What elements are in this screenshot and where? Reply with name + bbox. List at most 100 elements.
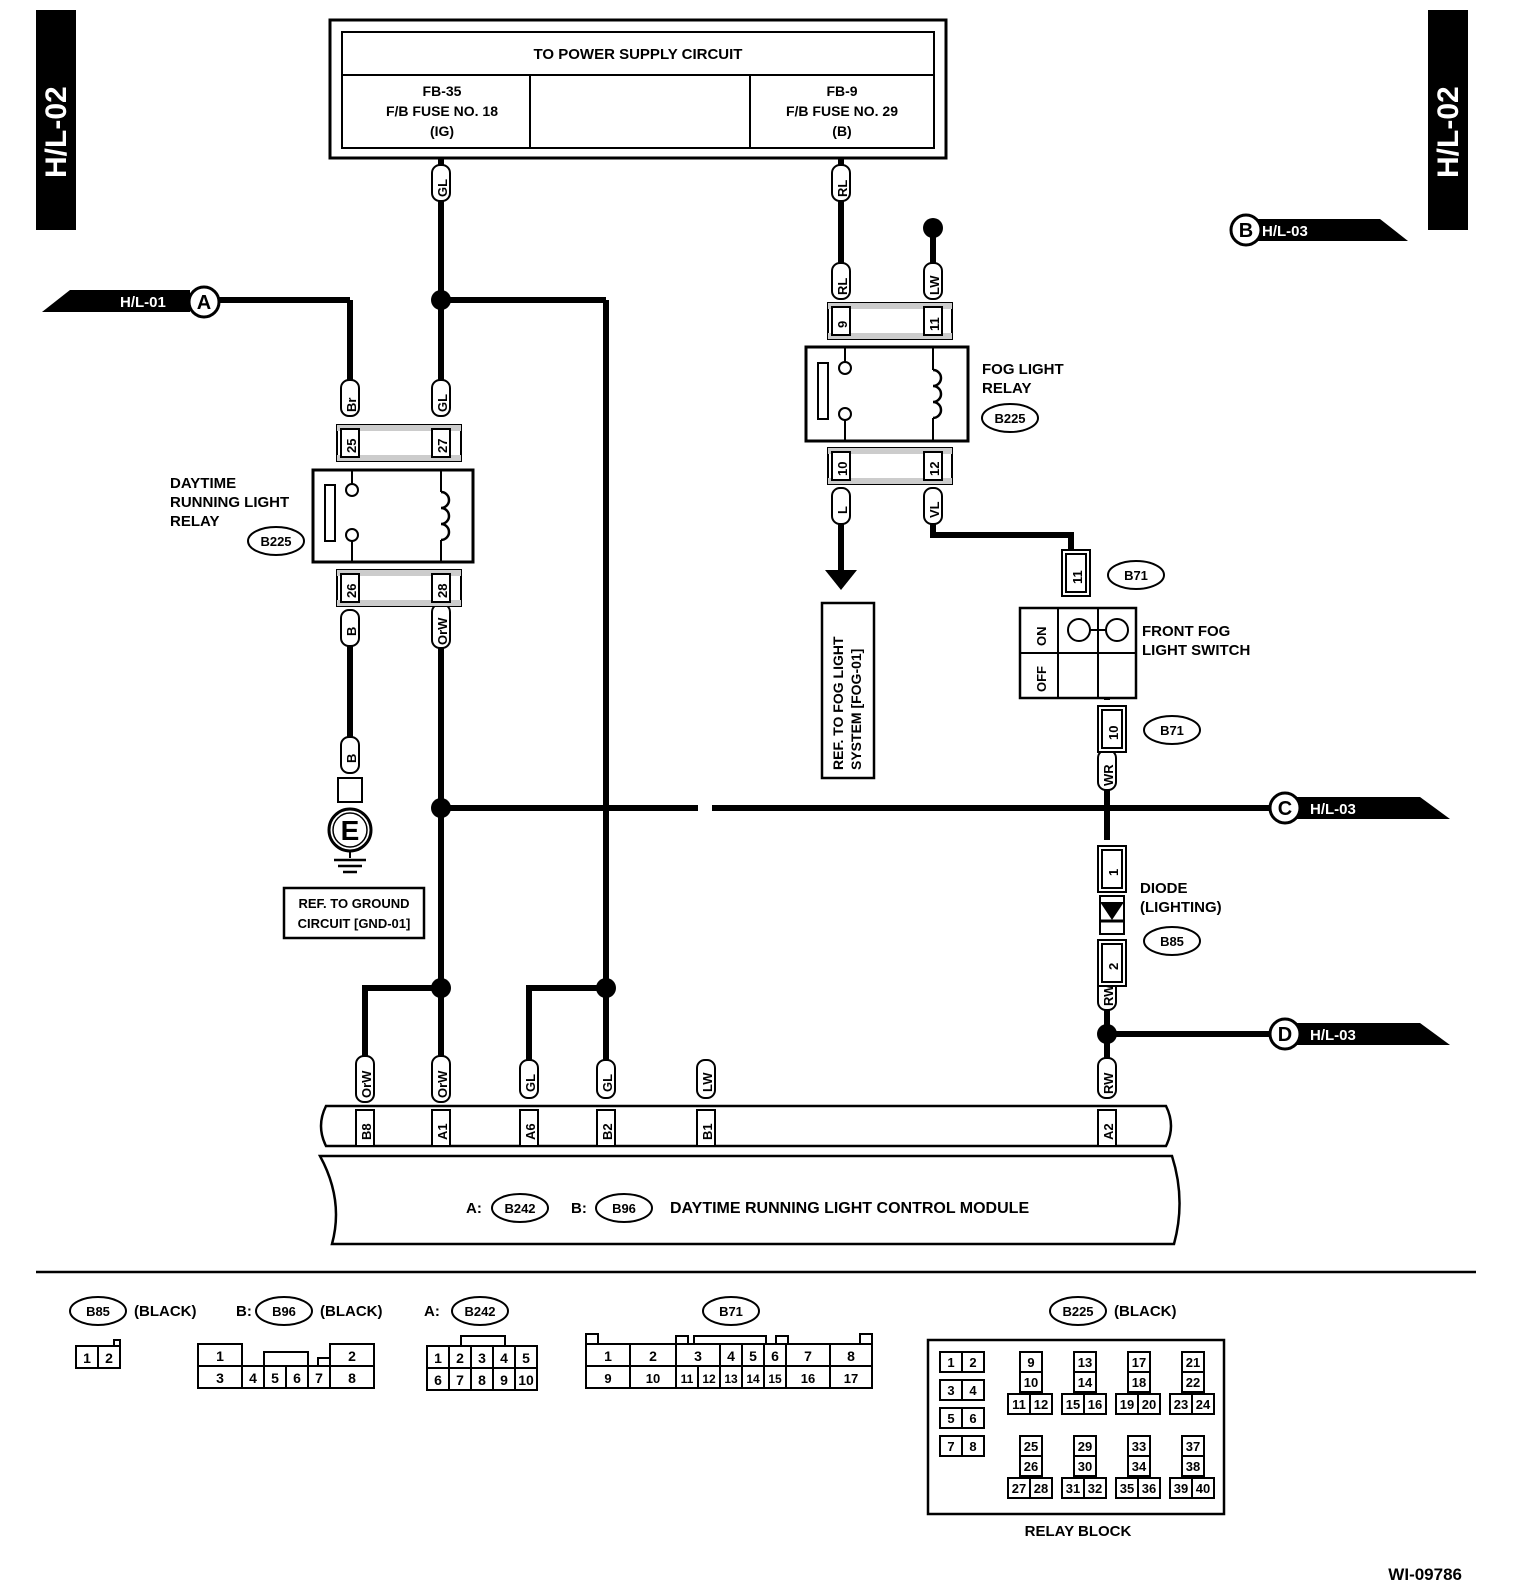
svg-text:OrW: OrW bbox=[435, 617, 450, 645]
fog-relay-label-2: RELAY bbox=[982, 380, 1031, 397]
wire-label-rw-a2: RW bbox=[1097, 1057, 1117, 1099]
svg-text:4: 4 bbox=[500, 1350, 508, 1366]
svg-text:H/L-02: H/L-02 bbox=[40, 86, 73, 178]
wire-label-br: Br bbox=[340, 379, 360, 417]
relay-block-pin: 3 bbox=[947, 1383, 954, 1398]
svg-text:9: 9 bbox=[500, 1372, 508, 1388]
svg-text:10: 10 bbox=[835, 462, 850, 476]
svg-text:A1: A1 bbox=[435, 1123, 450, 1140]
svg-text:5: 5 bbox=[522, 1350, 530, 1366]
svg-text:A:: A: bbox=[466, 1200, 482, 1217]
relay-block-pin: 28 bbox=[1034, 1481, 1048, 1496]
svg-text:2: 2 bbox=[105, 1350, 113, 1366]
ground-ref-box: REF. TO GROUND CIRCUIT [GND-01] bbox=[282, 886, 426, 940]
relay-block-pin: 7 bbox=[947, 1439, 954, 1454]
svg-text:1: 1 bbox=[1106, 869, 1121, 876]
drl-relay-label-2: RUNNING LIGHT bbox=[170, 494, 289, 511]
svg-text:4: 4 bbox=[727, 1348, 735, 1364]
svg-text:RW: RW bbox=[1101, 984, 1116, 1006]
svg-text:14: 14 bbox=[746, 1372, 760, 1386]
svg-text:2: 2 bbox=[456, 1350, 464, 1366]
svg-text:A6: A6 bbox=[523, 1123, 538, 1140]
relay-block-pin: 39 bbox=[1174, 1481, 1188, 1496]
relay-block-pin: 33 bbox=[1132, 1439, 1146, 1454]
relay-block-pin: 24 bbox=[1196, 1397, 1211, 1412]
connector-b71-legend: B71 1 2 3 4 5 6 7 8 9 10 11 12 13 14 15 … bbox=[585, 1296, 873, 1389]
svg-text:L: L bbox=[835, 506, 850, 514]
relay-block-pin: 34 bbox=[1132, 1459, 1147, 1474]
svg-text:2: 2 bbox=[348, 1348, 356, 1364]
svg-text:1: 1 bbox=[83, 1350, 91, 1366]
relay-block-pin: 4 bbox=[969, 1383, 977, 1398]
fog-light-ref-box: REF. TO FOG LIGHT SYSTEM [FOG-01] bbox=[820, 601, 876, 780]
wire-label-gl-b2: GL bbox=[596, 1059, 616, 1099]
relay-block-pin: 23 bbox=[1174, 1397, 1188, 1412]
svg-text:GL: GL bbox=[600, 1074, 615, 1092]
connector-b96-legend: B: B96 (BLACK) 1 2 3 4 5 6 7 8 bbox=[197, 1296, 382, 1389]
relay-block-pin: 16 bbox=[1088, 1397, 1102, 1412]
svg-text:REF. TO FOG LIGHT: REF. TO FOG LIGHT bbox=[830, 636, 846, 770]
wire-label-lw-relay: LW bbox=[923, 262, 943, 300]
svg-text:(BLACK): (BLACK) bbox=[1114, 1303, 1176, 1320]
svg-text:11: 11 bbox=[927, 317, 942, 331]
svg-text:26: 26 bbox=[344, 584, 359, 598]
svg-text:B:: B: bbox=[236, 1303, 252, 1320]
relay-block-pin: 35 bbox=[1120, 1481, 1134, 1496]
ref-tag-a: H/L-01 A bbox=[42, 285, 221, 319]
module-pin-b8: B8 bbox=[355, 1109, 375, 1147]
fuse-left-line2: F/B FUSE NO. 18 bbox=[386, 103, 498, 119]
module-pin-b1: B1 bbox=[696, 1109, 716, 1147]
fog-switch-label-2: LIGHT SWITCH bbox=[1142, 642, 1250, 659]
relay-block-pin: 1 bbox=[947, 1355, 954, 1370]
svg-text:RL: RL bbox=[835, 278, 850, 295]
fuse-left-line3: (IG) bbox=[430, 123, 454, 139]
wire-label-orw-a1: OrW bbox=[431, 1055, 451, 1103]
ref-tag-b: H/L-03 B bbox=[1229, 213, 1408, 247]
svg-text:REF. TO GROUND: REF. TO GROUND bbox=[299, 896, 410, 911]
svg-text:4: 4 bbox=[249, 1370, 257, 1386]
relay-block-pin: 11 bbox=[1012, 1397, 1026, 1412]
svg-text:E: E bbox=[341, 815, 360, 846]
svg-text:6: 6 bbox=[293, 1370, 301, 1386]
relay-block-pin: 25 bbox=[1024, 1439, 1038, 1454]
relay-block-pin: 9 bbox=[1027, 1355, 1034, 1370]
svg-text:3: 3 bbox=[216, 1370, 224, 1386]
svg-text:11: 11 bbox=[1070, 570, 1085, 584]
wire-label-l: L bbox=[831, 487, 851, 525]
connector-b242-legend: A: B242 1 2 3 4 5 6 7 8 9 10 bbox=[424, 1296, 538, 1391]
svg-text:C: C bbox=[1278, 798, 1292, 820]
fuse-right-line3: (B) bbox=[832, 123, 851, 139]
fog-switch-connector-top: B71 bbox=[1124, 568, 1148, 583]
svg-text:(BLACK): (BLACK) bbox=[320, 1303, 382, 1320]
svg-text:CIRCUIT [GND-01]: CIRCUIT [GND-01] bbox=[298, 916, 411, 931]
relay-block-pin: 40 bbox=[1196, 1481, 1210, 1496]
svg-text:7: 7 bbox=[804, 1348, 812, 1364]
svg-text:B: B bbox=[344, 754, 359, 763]
svg-text:B2: B2 bbox=[600, 1123, 615, 1140]
svg-text:B96: B96 bbox=[272, 1304, 296, 1319]
svg-text:6: 6 bbox=[771, 1348, 779, 1364]
fuse-right-line2: F/B FUSE NO. 29 bbox=[786, 103, 898, 119]
relay-block-pin: 17 bbox=[1132, 1355, 1146, 1370]
svg-text:8: 8 bbox=[348, 1370, 356, 1386]
svg-text:D: D bbox=[1278, 1024, 1292, 1046]
module-pin-a6: A6 bbox=[519, 1109, 539, 1147]
drl-control-module: B8 A1 A6 B2 B1 A2 A: B242 B: B96 DAYTIME… bbox=[317, 1104, 1181, 1246]
svg-text:LW: LW bbox=[700, 1072, 715, 1092]
fog-switch-label-1: FRONT FOG bbox=[1142, 623, 1230, 640]
svg-text:2: 2 bbox=[1106, 963, 1121, 970]
relay-block-pin: 12 bbox=[1034, 1397, 1048, 1412]
wire-label-rl: RL bbox=[831, 262, 851, 300]
svg-text:VL: VL bbox=[927, 501, 942, 518]
relay-block-pin: 10 bbox=[1024, 1375, 1038, 1390]
relay-block-pin: 14 bbox=[1078, 1375, 1093, 1390]
module-pin-b2: B2 bbox=[596, 1109, 616, 1147]
svg-text:RL: RL bbox=[835, 180, 850, 197]
module-name: DAYTIME RUNNING LIGHT CONTROL MODULE bbox=[670, 1200, 1029, 1217]
wire-label-orw-relay: OrW bbox=[431, 603, 451, 649]
drl-relay-label-3: RELAY bbox=[170, 513, 219, 530]
wire-label-orw-b8: OrW bbox=[355, 1055, 375, 1103]
relay-block-pin: 37 bbox=[1186, 1439, 1200, 1454]
